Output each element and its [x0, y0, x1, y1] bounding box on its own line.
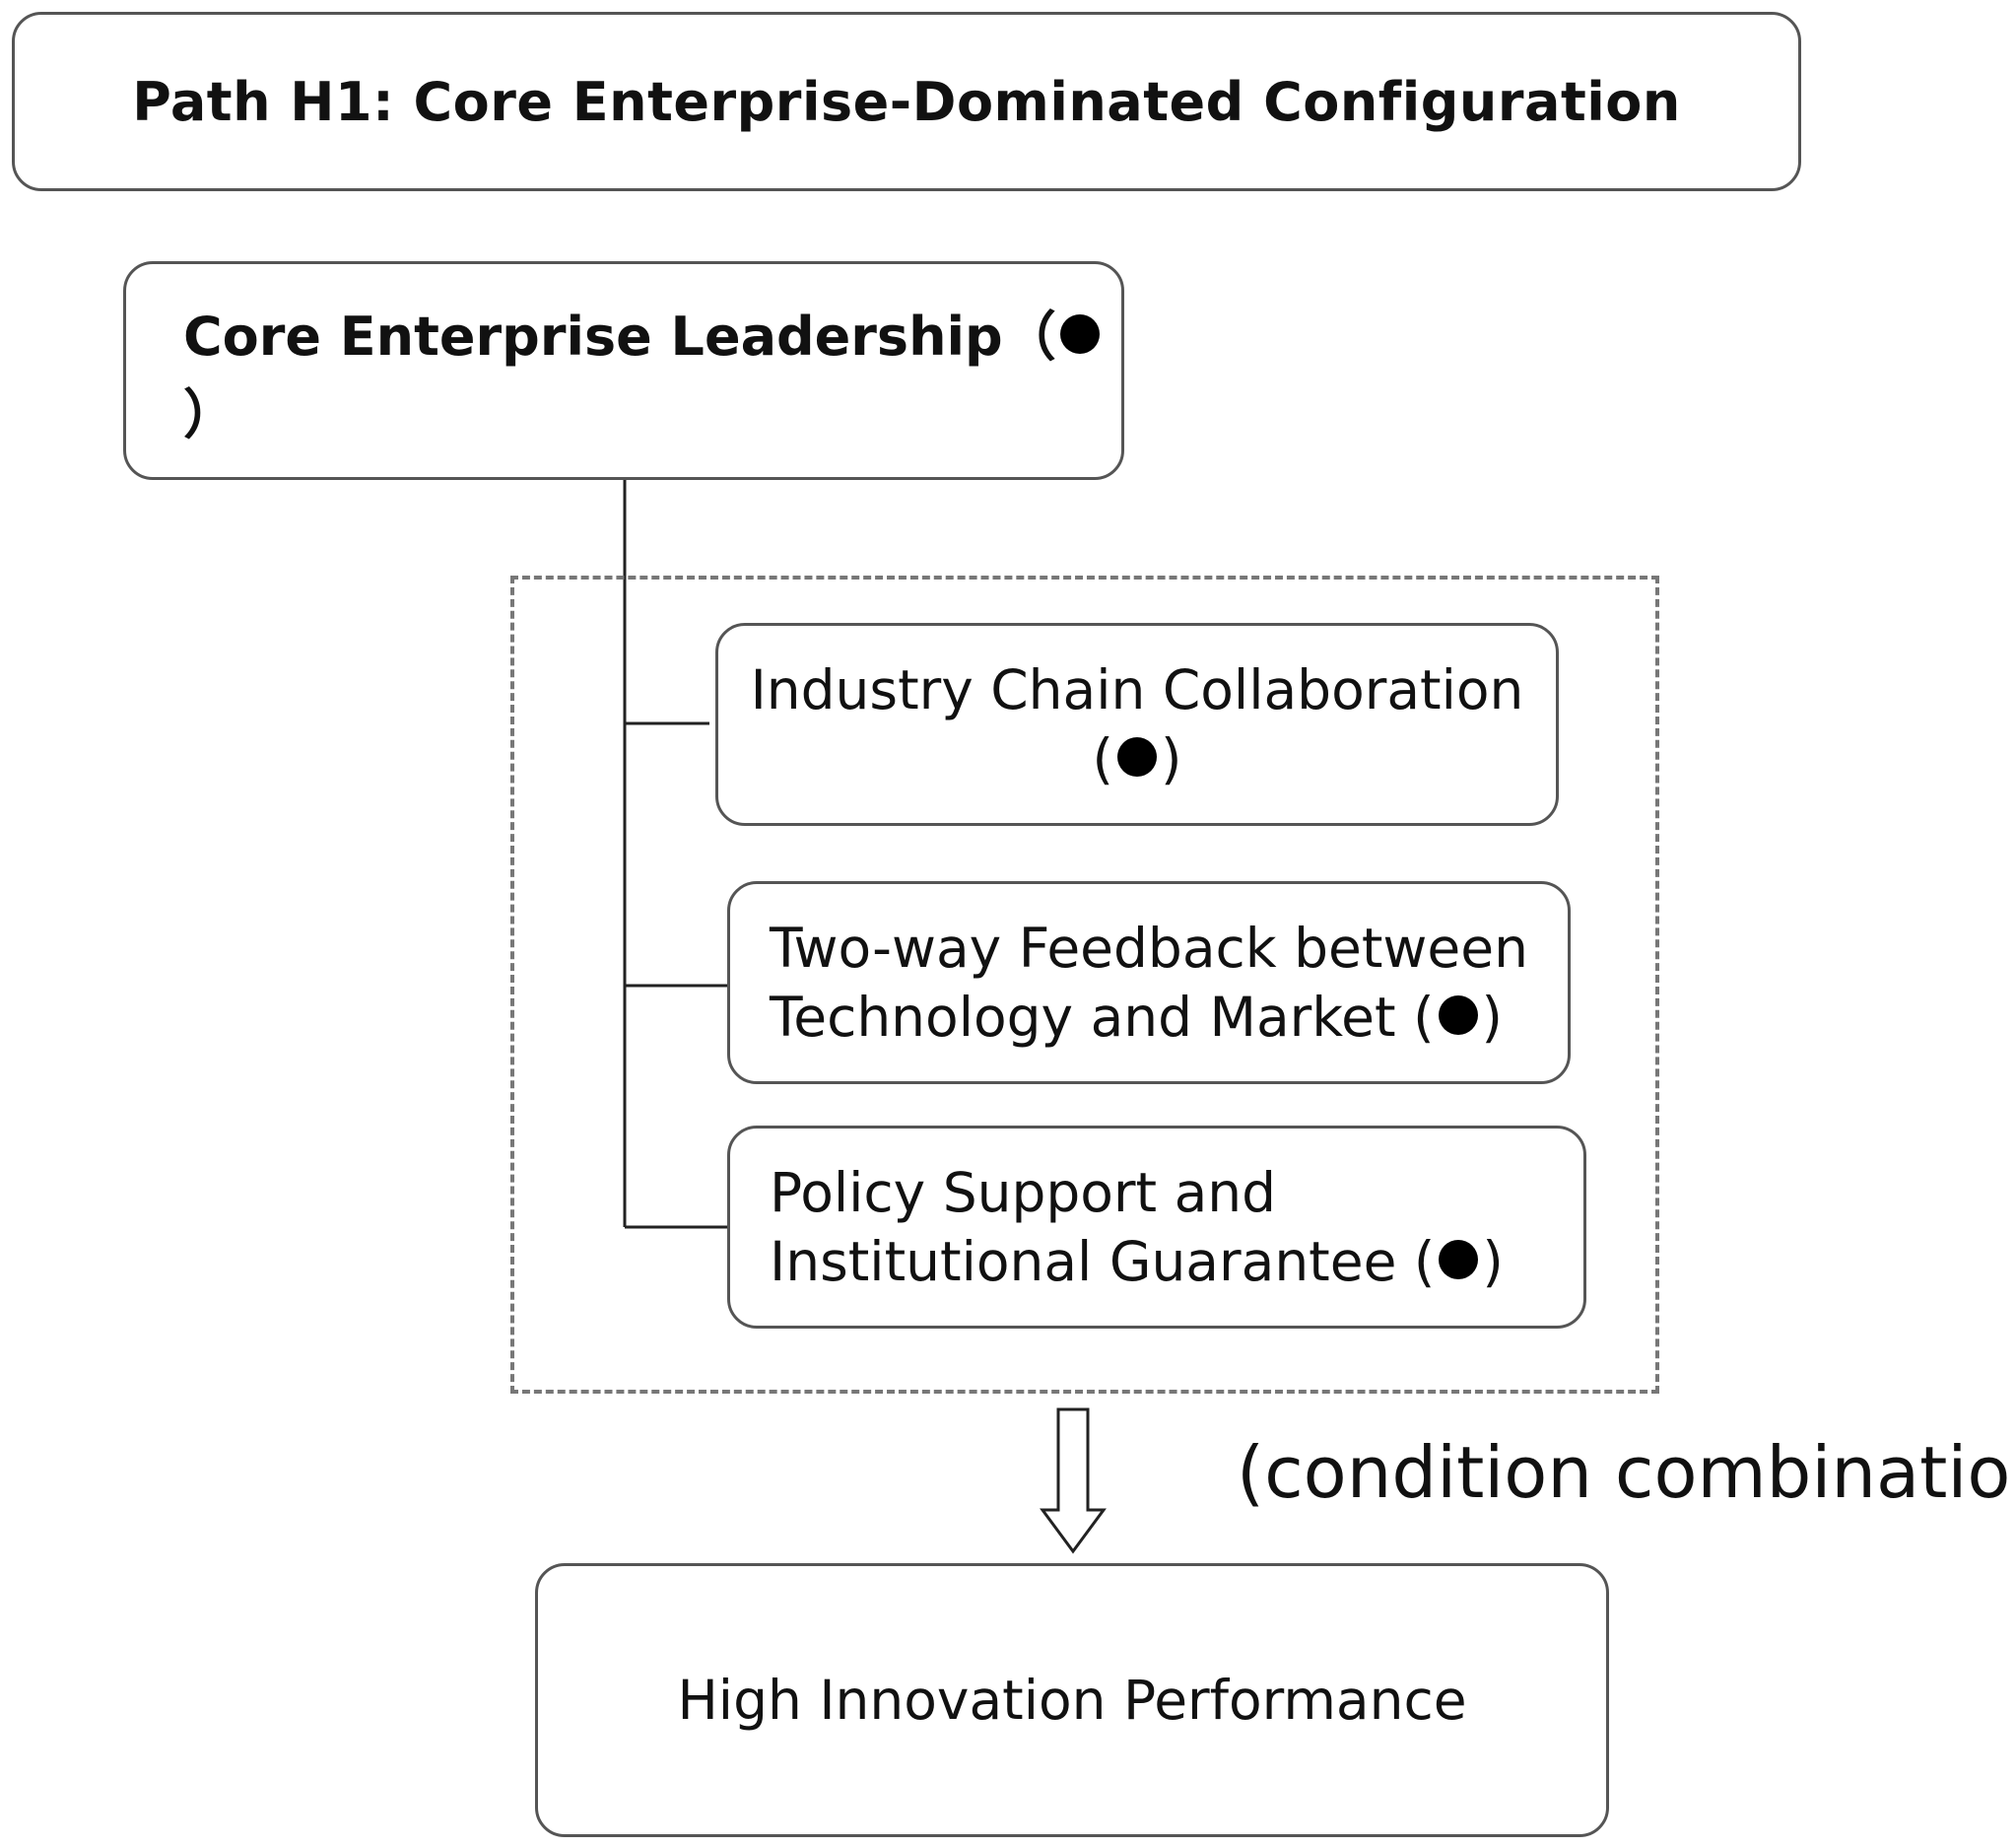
black-dot-icon [1059, 314, 1100, 355]
condition-label-line1: Industry Chain Collaboration [750, 658, 1524, 721]
condition-box-two-way-feedback: Two-way Feedback between Technology and … [727, 881, 1571, 1084]
path-title-box: Path H1: Core Enterprise-Dominated Confi… [12, 12, 1801, 191]
outcome-label: High Innovation Performance [677, 1669, 1467, 1732]
close-paren: ) [1481, 986, 1503, 1049]
down-arrow-icon [1040, 1407, 1107, 1554]
black-dot-icon [1439, 1239, 1479, 1279]
condition-label-line2: () [1093, 724, 1182, 793]
condition-label-text: Institutional Guarantee ( [770, 1230, 1436, 1293]
condition-box-policy-support: Policy Support and Institutional Guarant… [727, 1126, 1586, 1329]
condition-group-frame [510, 576, 1659, 1394]
open-paren: ( [1092, 727, 1113, 790]
close-paren: ) [1161, 727, 1182, 790]
condition-label-text: Technology and Market ( [770, 986, 1435, 1049]
black-dot-icon [1438, 994, 1478, 1035]
core-condition-label: Core Enterprise Leadership（ ） [183, 293, 1121, 448]
black-dot-icon [1117, 736, 1157, 777]
condition-label-line2: Technology and Market () [770, 983, 1568, 1052]
path-title: Path H1: Core Enterprise-Dominated Confi… [132, 70, 1681, 133]
outcome-box: High Innovation Performance [535, 1563, 1609, 1837]
open-paren: （ [1002, 306, 1056, 368]
core-condition-box: Core Enterprise Leadership（ ） [123, 261, 1124, 480]
arrow-label: (condition combination) [1237, 1431, 2016, 1514]
close-paren: ） [183, 383, 236, 445]
condition-label-line1: Policy Support and [770, 1161, 1277, 1224]
condition-label-line1: Two-way Feedback between [770, 917, 1528, 980]
close-paren: ) [1482, 1230, 1504, 1293]
condition-label-line2: Institutional Guarantee () [770, 1227, 1583, 1296]
condition-box-industry-chain: Industry Chain Collaboration () [715, 623, 1559, 826]
core-condition-text: Core Enterprise Leadership [183, 306, 1003, 368]
